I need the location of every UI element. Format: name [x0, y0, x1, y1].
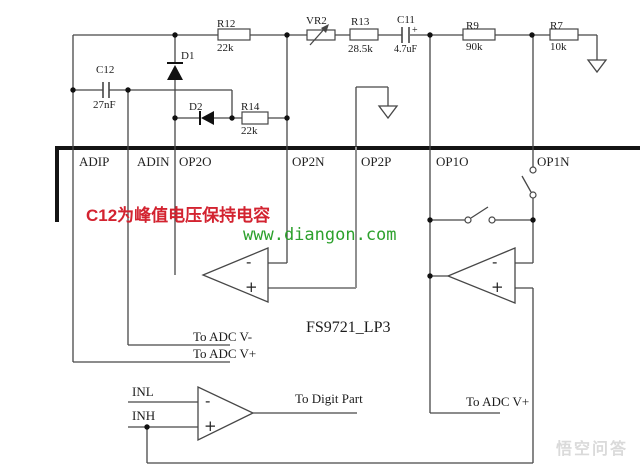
label-to-adc-v-minus: To ADC V- — [193, 329, 253, 344]
r13-ref: R13 — [351, 16, 370, 28]
label-inh: INH — [132, 408, 156, 423]
resistor-r12 — [217, 28, 251, 41]
capacitor-c12 — [102, 82, 110, 98]
op1-minus-sign: - — [492, 253, 498, 271]
chip-name: FS9721_LP3 — [306, 319, 391, 336]
r14-value: 22k — [241, 125, 258, 137]
pin-adip: ADIP — [79, 154, 110, 169]
c12-ref: C12 — [96, 64, 115, 76]
junction-dots — [70, 32, 536, 430]
r9-value: 90k — [466, 41, 483, 53]
c11-polarity: + — [412, 25, 418, 36]
c11-value: 4.7uF — [394, 44, 418, 55]
chip-border — [55, 146, 640, 222]
pin-op1o: OP1O — [436, 154, 469, 169]
ground-icon-right — [586, 59, 608, 74]
op2-minus-sign: - — [246, 253, 252, 271]
r7-ref: R7 — [550, 20, 563, 32]
gray-wire-op2p — [268, 147, 357, 289]
red-note: C12为峰值电压保持电容 — [86, 206, 271, 225]
r7-value: 10k — [550, 41, 567, 53]
opamps — [197, 247, 516, 442]
d1-ref: D1 — [181, 50, 195, 62]
r9-ref: R9 — [466, 20, 479, 32]
c11-ref: C11 — [397, 14, 415, 26]
wires — [72, 34, 598, 464]
pin-op2n: OP2N — [292, 154, 325, 169]
vr2-ref: VR2 — [306, 15, 327, 27]
comparator-minus-sign: - — [205, 392, 211, 410]
label-inl: INL — [132, 384, 154, 399]
diode-d2 — [199, 111, 214, 125]
pin-op2o: OP2O — [179, 154, 212, 169]
label-to-adc-v-plus: To ADC V+ — [193, 346, 257, 361]
resistor-vr2 — [306, 29, 336, 41]
ground-icon-op2p — [377, 105, 399, 120]
r13-value: 28.5k — [348, 43, 373, 55]
opamp-op1 — [446, 247, 516, 304]
d2-ref: D2 — [189, 101, 203, 113]
r12-ref: R12 — [217, 18, 236, 30]
comparator-plus-sign: + — [204, 417, 217, 435]
label-to-digit-part: To Digit Part — [295, 391, 363, 406]
diode-d1 — [167, 62, 183, 80]
resistor-r14 — [241, 111, 269, 125]
ground-icons — [377, 59, 608, 120]
switch-contacts — [464, 166, 537, 224]
op2-plus-sign: + — [245, 278, 258, 296]
label-to-adc-v-plus-right: To ADC V+ — [466, 394, 530, 409]
resistor-r9 — [462, 28, 496, 41]
resistor-r13 — [349, 28, 379, 41]
c12-value: 27nF — [93, 99, 116, 111]
comparator — [197, 385, 255, 442]
resistor-r7 — [549, 28, 579, 41]
vr2-arrow-icon — [309, 24, 329, 46]
pin-adin: ADIN — [137, 154, 170, 169]
pin-op1n: OP1N — [537, 154, 570, 169]
r12-value: 22k — [217, 42, 234, 54]
pin-op2p: OP2P — [361, 154, 392, 169]
site-watermark: www.diangon.com — [243, 225, 397, 245]
resistors — [217, 28, 579, 125]
corner-watermark: 悟空问答 — [556, 441, 629, 458]
capacitor-c11 — [401, 27, 410, 43]
opamp-op2 — [201, 247, 269, 303]
r14-ref: R14 — [241, 101, 260, 113]
op1-plus-sign: + — [491, 278, 504, 296]
